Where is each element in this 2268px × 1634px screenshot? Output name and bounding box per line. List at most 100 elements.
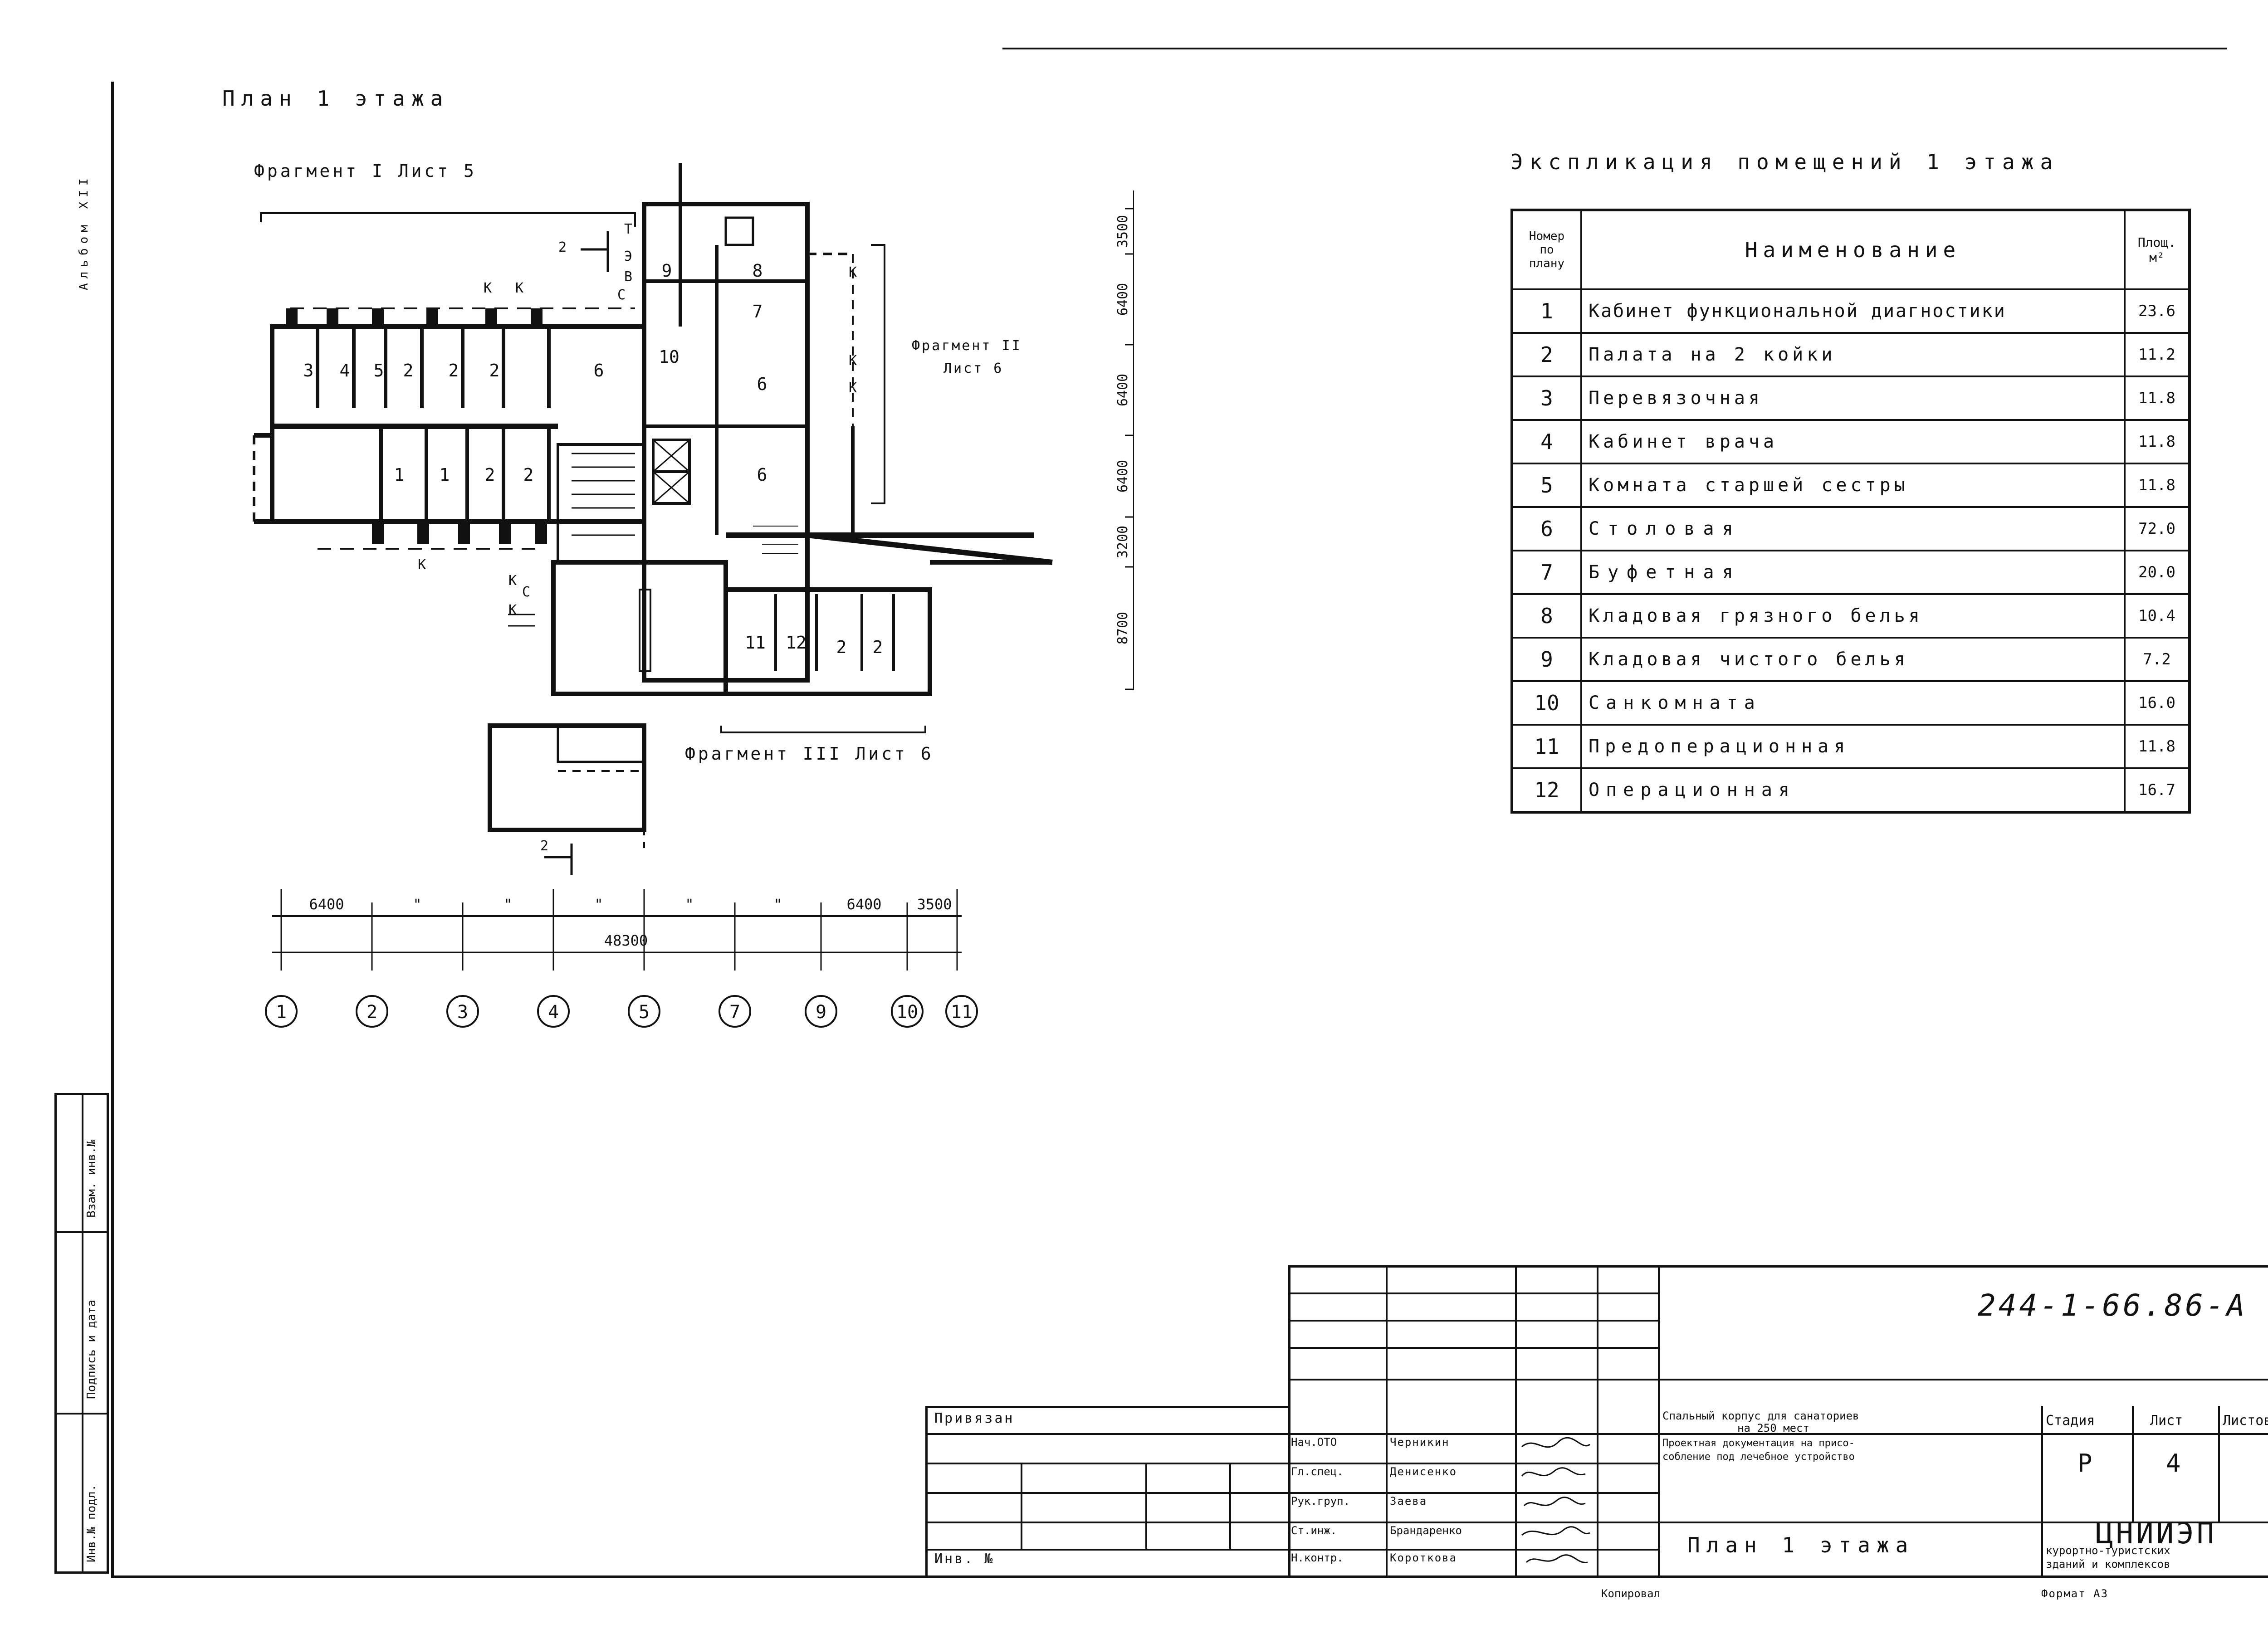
tb-line [925, 1463, 1660, 1464]
axis-col-4: 4 [548, 1002, 559, 1023]
marker-k6: К [418, 557, 426, 573]
row-name: Столовая [1580, 506, 2126, 551]
marker-k2: К [515, 280, 523, 296]
header-area: Площ. м² [2124, 209, 2190, 290]
row-area: 11.8 [2124, 376, 2190, 421]
tb-vline [2218, 1406, 2220, 1522]
section-mark-top: 2 [558, 239, 567, 255]
col-dim-4: " [594, 896, 603, 913]
row-num: 2 [1511, 332, 1582, 377]
marker-t: Т [624, 221, 632, 237]
col-dim-3: " [503, 896, 512, 913]
fragment-1-label: Фрагмент I Лист 5 [254, 161, 477, 181]
plan-title: План 1 этажа [222, 86, 450, 111]
row-name: Буфетная [1580, 550, 2126, 595]
room-2d: 2 [485, 465, 495, 485]
row-area: 10.4 [2124, 593, 2190, 639]
tb-line [1288, 1347, 1660, 1349]
row-area: 7.2 [2124, 637, 2190, 682]
row-area: 23.6 [2124, 288, 2190, 334]
row-area: 16.7 [2124, 767, 2190, 813]
row-name: Кладовая чистого белья [1580, 637, 2126, 682]
marker-k4: К [849, 353, 857, 369]
room-6b: 6 [757, 374, 767, 394]
marker-k3: К [849, 264, 857, 280]
row-name: Операционная [1580, 767, 2126, 813]
tb-vline [1386, 1265, 1388, 1578]
marker-k5: К [849, 380, 857, 396]
sheet-title: План 1 этажа [1687, 1533, 1915, 1557]
sheet-label: Лист [2150, 1413, 2183, 1429]
org-line-3: зданий и комплексов [2046, 1558, 2170, 1571]
row-dim-4: 6400 [1115, 460, 1131, 493]
role-5: Н.контр. [1291, 1551, 1344, 1564]
stage-value: Р [2077, 1449, 2092, 1478]
room-4: 4 [340, 361, 350, 380]
strip-vzam-label: Взам. инв.№ [85, 1139, 98, 1218]
row-dim-3: 6400 [1115, 374, 1131, 406]
header-name: Наименование [1580, 209, 2126, 290]
copied-label: Копировал [1601, 1587, 1661, 1600]
role-2: Гл.спец. [1291, 1465, 1344, 1478]
col-total: 48300 [604, 932, 648, 949]
row-num: 1 [1511, 288, 1582, 334]
room-2e: 2 [523, 465, 534, 485]
tb-line [925, 1492, 1660, 1494]
axis-col-7: 7 [729, 1002, 740, 1023]
role-1: Нач.ОТО [1291, 1436, 1337, 1449]
tb-vline [1515, 1265, 1517, 1578]
axis-col-10: 10 [896, 1002, 918, 1023]
strip-sign-label: Подпись и дата [85, 1299, 98, 1399]
tb-line [1288, 1379, 2268, 1380]
row-num: 11 [1511, 724, 1582, 769]
row-dim-1: 3500 [1115, 215, 1131, 248]
row-num: 4 [1511, 419, 1582, 464]
project-line-1: Спальный корпус для санаториев [1662, 1410, 1859, 1422]
tb-line [925, 1549, 1660, 1551]
project-line-3: Проектная документация на присо- [1662, 1438, 1855, 1449]
fragment-3-label: Фрагмент III Лист 6 [685, 744, 934, 764]
row-dim-6: 8700 [1115, 612, 1131, 644]
row-name: Кабинет врача [1580, 419, 2126, 464]
left-stamp-strip: Взам. инв.№ Подпись и дата Инв.№ подл. [54, 1093, 109, 1574]
room-3: 3 [303, 361, 314, 380]
row-area: 11.8 [2124, 724, 2190, 769]
name-1: Черникин [1390, 1436, 1450, 1449]
row-area: 11.8 [2124, 419, 2190, 464]
room-2b: 2 [449, 361, 459, 380]
sheets-label: Листов [2223, 1413, 2268, 1429]
marker-e: Э [624, 249, 632, 264]
row-num: 8 [1511, 593, 1582, 639]
marker-k7: К [508, 573, 517, 589]
room-2c: 2 [489, 361, 500, 380]
tb-line [1288, 1320, 1660, 1322]
axis-col-2: 2 [367, 1002, 377, 1023]
tb-vline [1597, 1265, 1598, 1578]
col-dim-5: " [685, 896, 694, 913]
row-dim-5: 3200 [1115, 526, 1131, 558]
name-5: Короткова [1390, 1551, 1457, 1564]
room-7: 7 [753, 302, 763, 322]
axis-col-5: 5 [639, 1002, 650, 1023]
tb-line [1288, 1293, 1660, 1294]
document-code: 244-1-66.86-А [1978, 1288, 2248, 1323]
tb-vline [2132, 1406, 2134, 1522]
frame-top-line [1002, 48, 2227, 49]
axis-col-9: 9 [816, 1002, 826, 1023]
tb-vline [1229, 1463, 1231, 1549]
room-11: 11 [745, 633, 766, 653]
row-area: 16.0 [2124, 680, 2190, 726]
col-dim-7: 6400 [846, 896, 881, 913]
row-num: 7 [1511, 550, 1582, 595]
org-name: ЦНИИЭП [2096, 1517, 2217, 1551]
fragment-2-label: Фрагмент II [912, 338, 1022, 354]
room-6a: 6 [594, 361, 604, 380]
row-name: Комната старшей сестры [1580, 463, 2126, 508]
marker-s-top: С [617, 287, 626, 303]
